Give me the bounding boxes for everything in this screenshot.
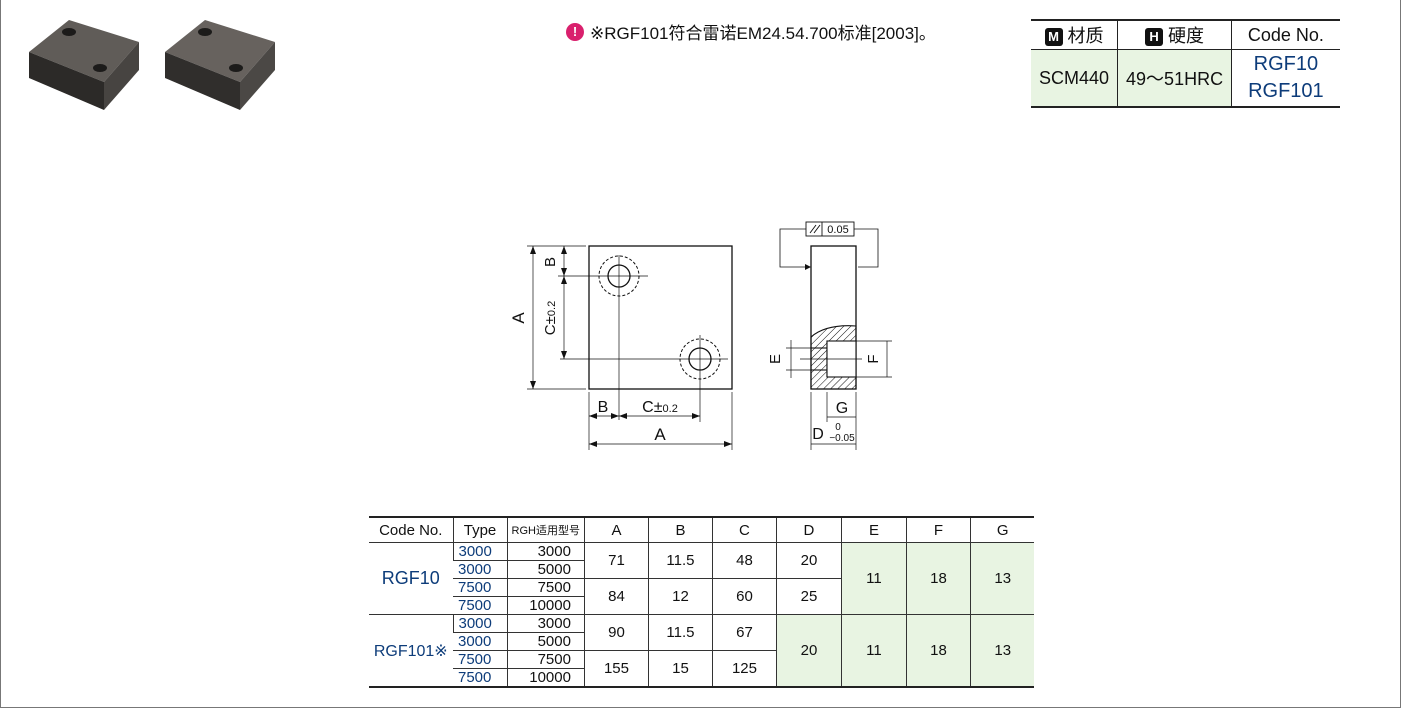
rgh-cell: 5000 bbox=[506, 632, 585, 651]
table-row: RGF101※ 3000 3000 90 11.5 67 20 11 18 13 bbox=[369, 614, 1035, 687]
rgh-cell: 10000 bbox=[506, 668, 585, 687]
cell-a: 90 bbox=[583, 614, 649, 651]
cell-g: 13 bbox=[969, 614, 1035, 687]
table-row: 7500 7500 84 12 60 25 bbox=[369, 578, 1034, 615]
cell-a: 155 bbox=[583, 650, 649, 687]
label-d-tol-lower: −0.05 bbox=[829, 433, 855, 444]
cell-g: 13 bbox=[969, 542, 1035, 615]
front-view-outline bbox=[588, 245, 733, 390]
label-c-horizontal: C±0.2 bbox=[642, 399, 678, 416]
cell-e: 11 bbox=[840, 542, 907, 615]
cell-e: 11 bbox=[840, 614, 907, 687]
label-c-h: C bbox=[642, 399, 654, 416]
table-row: RGF10 3000 3000 71 11.5 48 20 11 18 13 bbox=[369, 542, 1035, 615]
col-header-rgh: RGH适用型号 bbox=[506, 517, 585, 543]
code-cell-rgf101[interactable]: RGF101※ bbox=[373, 642, 448, 660]
label-pm-v: ± bbox=[542, 316, 559, 324]
label-f: F bbox=[865, 354, 882, 363]
type-cell: 3000 bbox=[453, 560, 507, 579]
note-text: ※RGF101符合雷诺EM24.54.700标准[2003]。 bbox=[590, 24, 936, 43]
col-header-c: C bbox=[711, 517, 777, 543]
product-photo bbox=[29, 20, 139, 110]
cell-b: 11.5 bbox=[647, 614, 713, 651]
dimension-table: Code No. Type RGH适用型号 A B C D E F G RGF1… bbox=[369, 516, 1035, 688]
label-tol-c-v: 0.2 bbox=[546, 301, 558, 316]
col-header-type: Type bbox=[452, 517, 507, 543]
alert-icon: ! bbox=[566, 22, 584, 41]
col-header-code: Code No. bbox=[369, 517, 453, 543]
type-cell: 3000 bbox=[452, 614, 507, 633]
type-cell: 7500 bbox=[453, 596, 507, 615]
label-pm-h: ± bbox=[654, 399, 663, 416]
cell-f: 18 bbox=[905, 614, 971, 687]
col-header-b: B bbox=[647, 517, 713, 543]
hardness-badge-icon: H bbox=[1145, 28, 1164, 46]
col-header-d: D bbox=[775, 517, 842, 543]
code-header: Code No. bbox=[1231, 19, 1340, 50]
table-row: 3000 5000 bbox=[369, 560, 1034, 579]
rgh-cell: 3000 bbox=[506, 542, 585, 561]
material-badge-icon: M bbox=[1044, 28, 1063, 46]
label-tol-c-h: 0.2 bbox=[663, 403, 678, 415]
hardness-value: 49～51HRC bbox=[1117, 49, 1232, 108]
code-cell-rgf10[interactable]: RGF10 bbox=[369, 542, 453, 615]
label-e: E bbox=[767, 354, 784, 364]
label-c-v: C bbox=[542, 324, 559, 335]
table-row: 7500 10000 bbox=[369, 668, 1034, 687]
col-header-g: G bbox=[969, 517, 1035, 543]
rgh-cell: 3000 bbox=[506, 614, 585, 633]
type-cell: 7500 bbox=[453, 578, 507, 597]
col-header-f: F bbox=[905, 517, 971, 543]
label-b-vertical: B bbox=[542, 257, 559, 267]
counterbore-section bbox=[810, 325, 857, 390]
technical-drawing: A B C±0.2 B C±0.2 A 0.05 E F G D 0 −0.05 bbox=[509, 221, 892, 450]
type-cell: 3000 bbox=[453, 632, 507, 651]
standard-note: ! ※RGF101符合雷诺EM24.54.700标准[2003]。 bbox=[566, 19, 936, 44]
table-row: 3000 5000 bbox=[369, 632, 1034, 651]
label-b-horizontal: B bbox=[598, 399, 609, 416]
label-a-horizontal: A bbox=[654, 425, 666, 444]
cell-c: 48 bbox=[711, 542, 777, 579]
table-row: 7500 10000 bbox=[369, 596, 1034, 615]
cell-c: 125 bbox=[711, 650, 777, 687]
cell-b: 15 bbox=[647, 650, 713, 687]
table-row: 7500 7500 155 15 125 bbox=[369, 650, 1034, 687]
cell-b: 11.5 bbox=[647, 542, 713, 579]
parallelism-value: 0.05 bbox=[827, 224, 848, 236]
code-link-rgf101[interactable]: RGF101 bbox=[1248, 80, 1324, 102]
material-value: SCM440 bbox=[1031, 49, 1118, 108]
cell-b: 12 bbox=[647, 578, 713, 615]
code-link-rgf10[interactable]: RGF10 bbox=[1253, 53, 1319, 75]
cell-d: 25 bbox=[775, 578, 842, 615]
cell-a: 71 bbox=[583, 542, 649, 579]
type-cell: 7500 bbox=[458, 669, 492, 686]
rgh-cell: 10000 bbox=[506, 596, 585, 615]
cell-a: 84 bbox=[583, 578, 649, 615]
cell-f: 18 bbox=[905, 542, 971, 615]
label-d: D bbox=[812, 426, 824, 443]
cell-d: 20 bbox=[775, 542, 842, 579]
type-cell: 3000 bbox=[452, 542, 507, 561]
label-g: G bbox=[836, 400, 848, 417]
label-c-vertical: C±0.2 bbox=[542, 301, 559, 335]
col-header-a: A bbox=[583, 517, 649, 543]
type-cell: 7500 bbox=[453, 650, 507, 669]
product-photo bbox=[165, 20, 275, 110]
cell-d: 20 bbox=[775, 614, 842, 687]
cell-c: 60 bbox=[711, 578, 777, 615]
col-header-e: E bbox=[840, 517, 907, 543]
rgh-cell: 7500 bbox=[506, 650, 585, 669]
rgh-cell: 5000 bbox=[506, 560, 585, 579]
rgh-cell: 7500 bbox=[506, 578, 585, 597]
dimension-arrows bbox=[530, 246, 732, 447]
label-d-tol-upper: 0 bbox=[835, 422, 841, 433]
code-list: RGF10 RGF101 bbox=[1231, 49, 1340, 108]
cell-c: 67 bbox=[711, 614, 777, 651]
label-a-vertical: A bbox=[509, 312, 528, 324]
